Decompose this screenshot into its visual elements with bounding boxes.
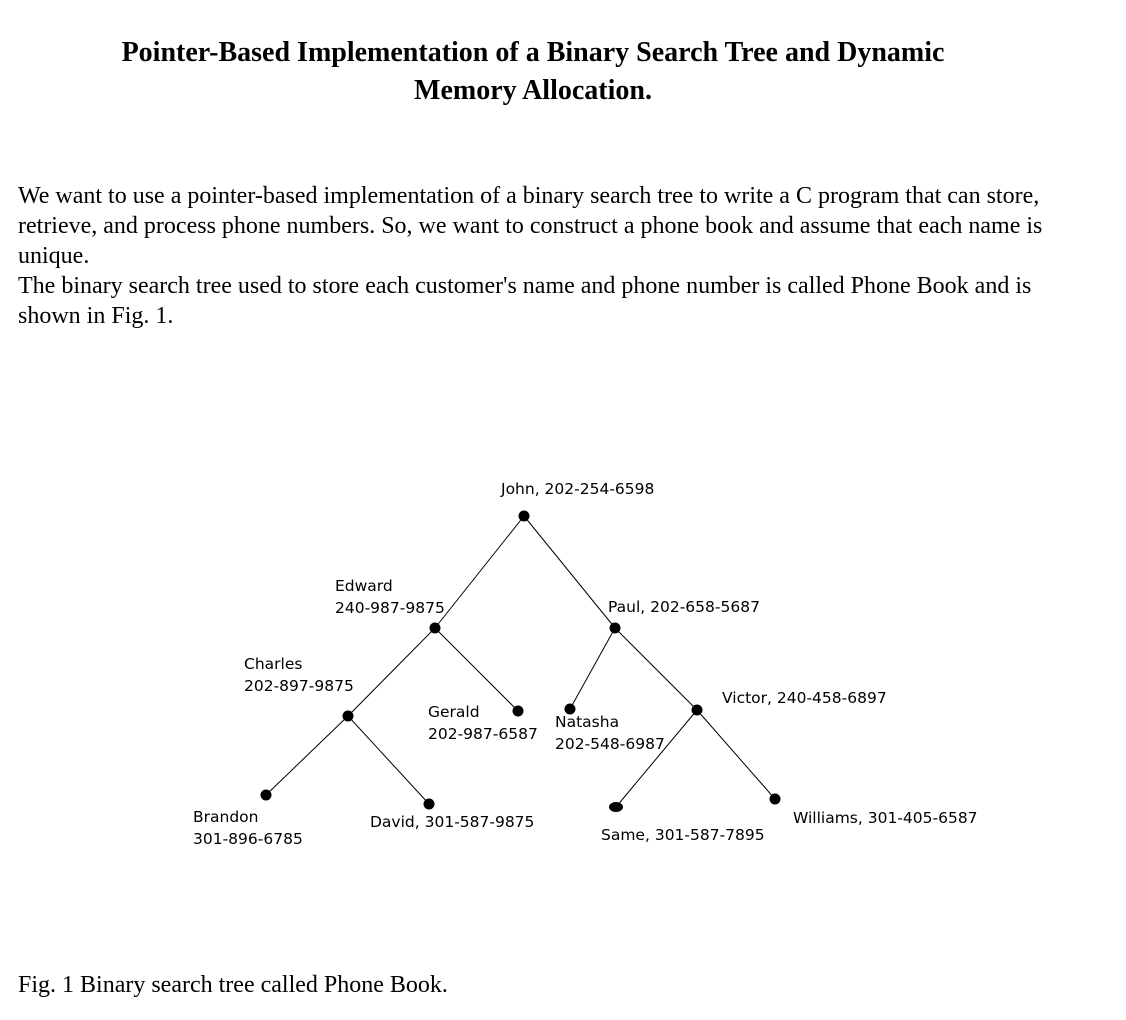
- edge-john-edward: [434, 515, 525, 629]
- label-gerald-phone: 202-987-6587: [428, 725, 538, 743]
- label-victor: Victor, 240-458-6897: [722, 689, 887, 707]
- node-victor: [691, 704, 703, 716]
- label-charles-name: Charles: [244, 655, 303, 673]
- document-title: Pointer-Based Implementation of a Binary…: [0, 34, 1066, 110]
- title-line-1: Pointer-Based Implementation of a Binary…: [121, 37, 945, 68]
- label-charles-phone: 202-897-9875: [244, 677, 354, 695]
- intro-text: We want to use a pointer-based implement…: [18, 181, 1058, 331]
- label-natasha-phone: 202-548-6987: [555, 735, 665, 753]
- node-natasha: [564, 703, 576, 715]
- node-paul: [609, 622, 621, 634]
- node-john: [518, 510, 530, 522]
- node-gerald: [512, 705, 524, 717]
- label-edward-name: Edward: [335, 577, 393, 595]
- node-david: [423, 798, 435, 810]
- intro-paragraph-2: The binary search tree used to store eac…: [18, 273, 1032, 329]
- edge-paul-natasha: [569, 627, 616, 710]
- label-gerald-name: Gerald: [428, 703, 480, 721]
- node-charles: [342, 710, 354, 722]
- title-line-2: Memory Allocation.: [414, 75, 652, 106]
- label-john: John, 202-254-6598: [501, 480, 655, 498]
- edge-charles-david: [347, 715, 430, 805]
- edge-edward-gerald: [434, 627, 519, 712]
- label-natasha: Natasha 202-548-6987: [555, 711, 665, 755]
- edge-edward-charles: [347, 627, 436, 717]
- label-natasha-name: Natasha: [555, 713, 620, 731]
- node-edward: [429, 622, 441, 634]
- label-edward-phone: 240-987-9875: [335, 599, 445, 617]
- edge-victor-williams: [696, 709, 776, 800]
- label-brandon: Brandon 301-896-6785: [193, 806, 303, 850]
- label-brandon-phone: 301-896-6785: [193, 830, 303, 848]
- label-paul: Paul, 202-658-5687: [608, 598, 760, 616]
- label-gerald: Gerald 202-987-6587: [428, 701, 538, 745]
- edge-victor-same: [615, 709, 698, 808]
- figure-caption: Fig. 1 Binary search tree called Phone B…: [18, 972, 448, 998]
- intro-paragraph-1: We want to use a pointer-based implement…: [18, 183, 1043, 269]
- label-david: David, 301-587-9875: [370, 813, 535, 831]
- node-williams: [769, 793, 781, 805]
- label-charles: Charles 202-897-9875: [244, 653, 354, 697]
- edge-john-paul: [523, 515, 616, 629]
- label-williams: Williams, 301-405-6587: [793, 809, 978, 827]
- label-same: Same, 301-587-7895: [601, 826, 765, 844]
- node-same: [609, 802, 623, 812]
- edge-paul-victor: [614, 627, 698, 711]
- label-brandon-name: Brandon: [193, 808, 259, 826]
- label-edward: Edward 240-987-9875: [335, 575, 445, 619]
- node-brandon: [260, 789, 272, 801]
- edge-charles-brandon: [265, 715, 349, 796]
